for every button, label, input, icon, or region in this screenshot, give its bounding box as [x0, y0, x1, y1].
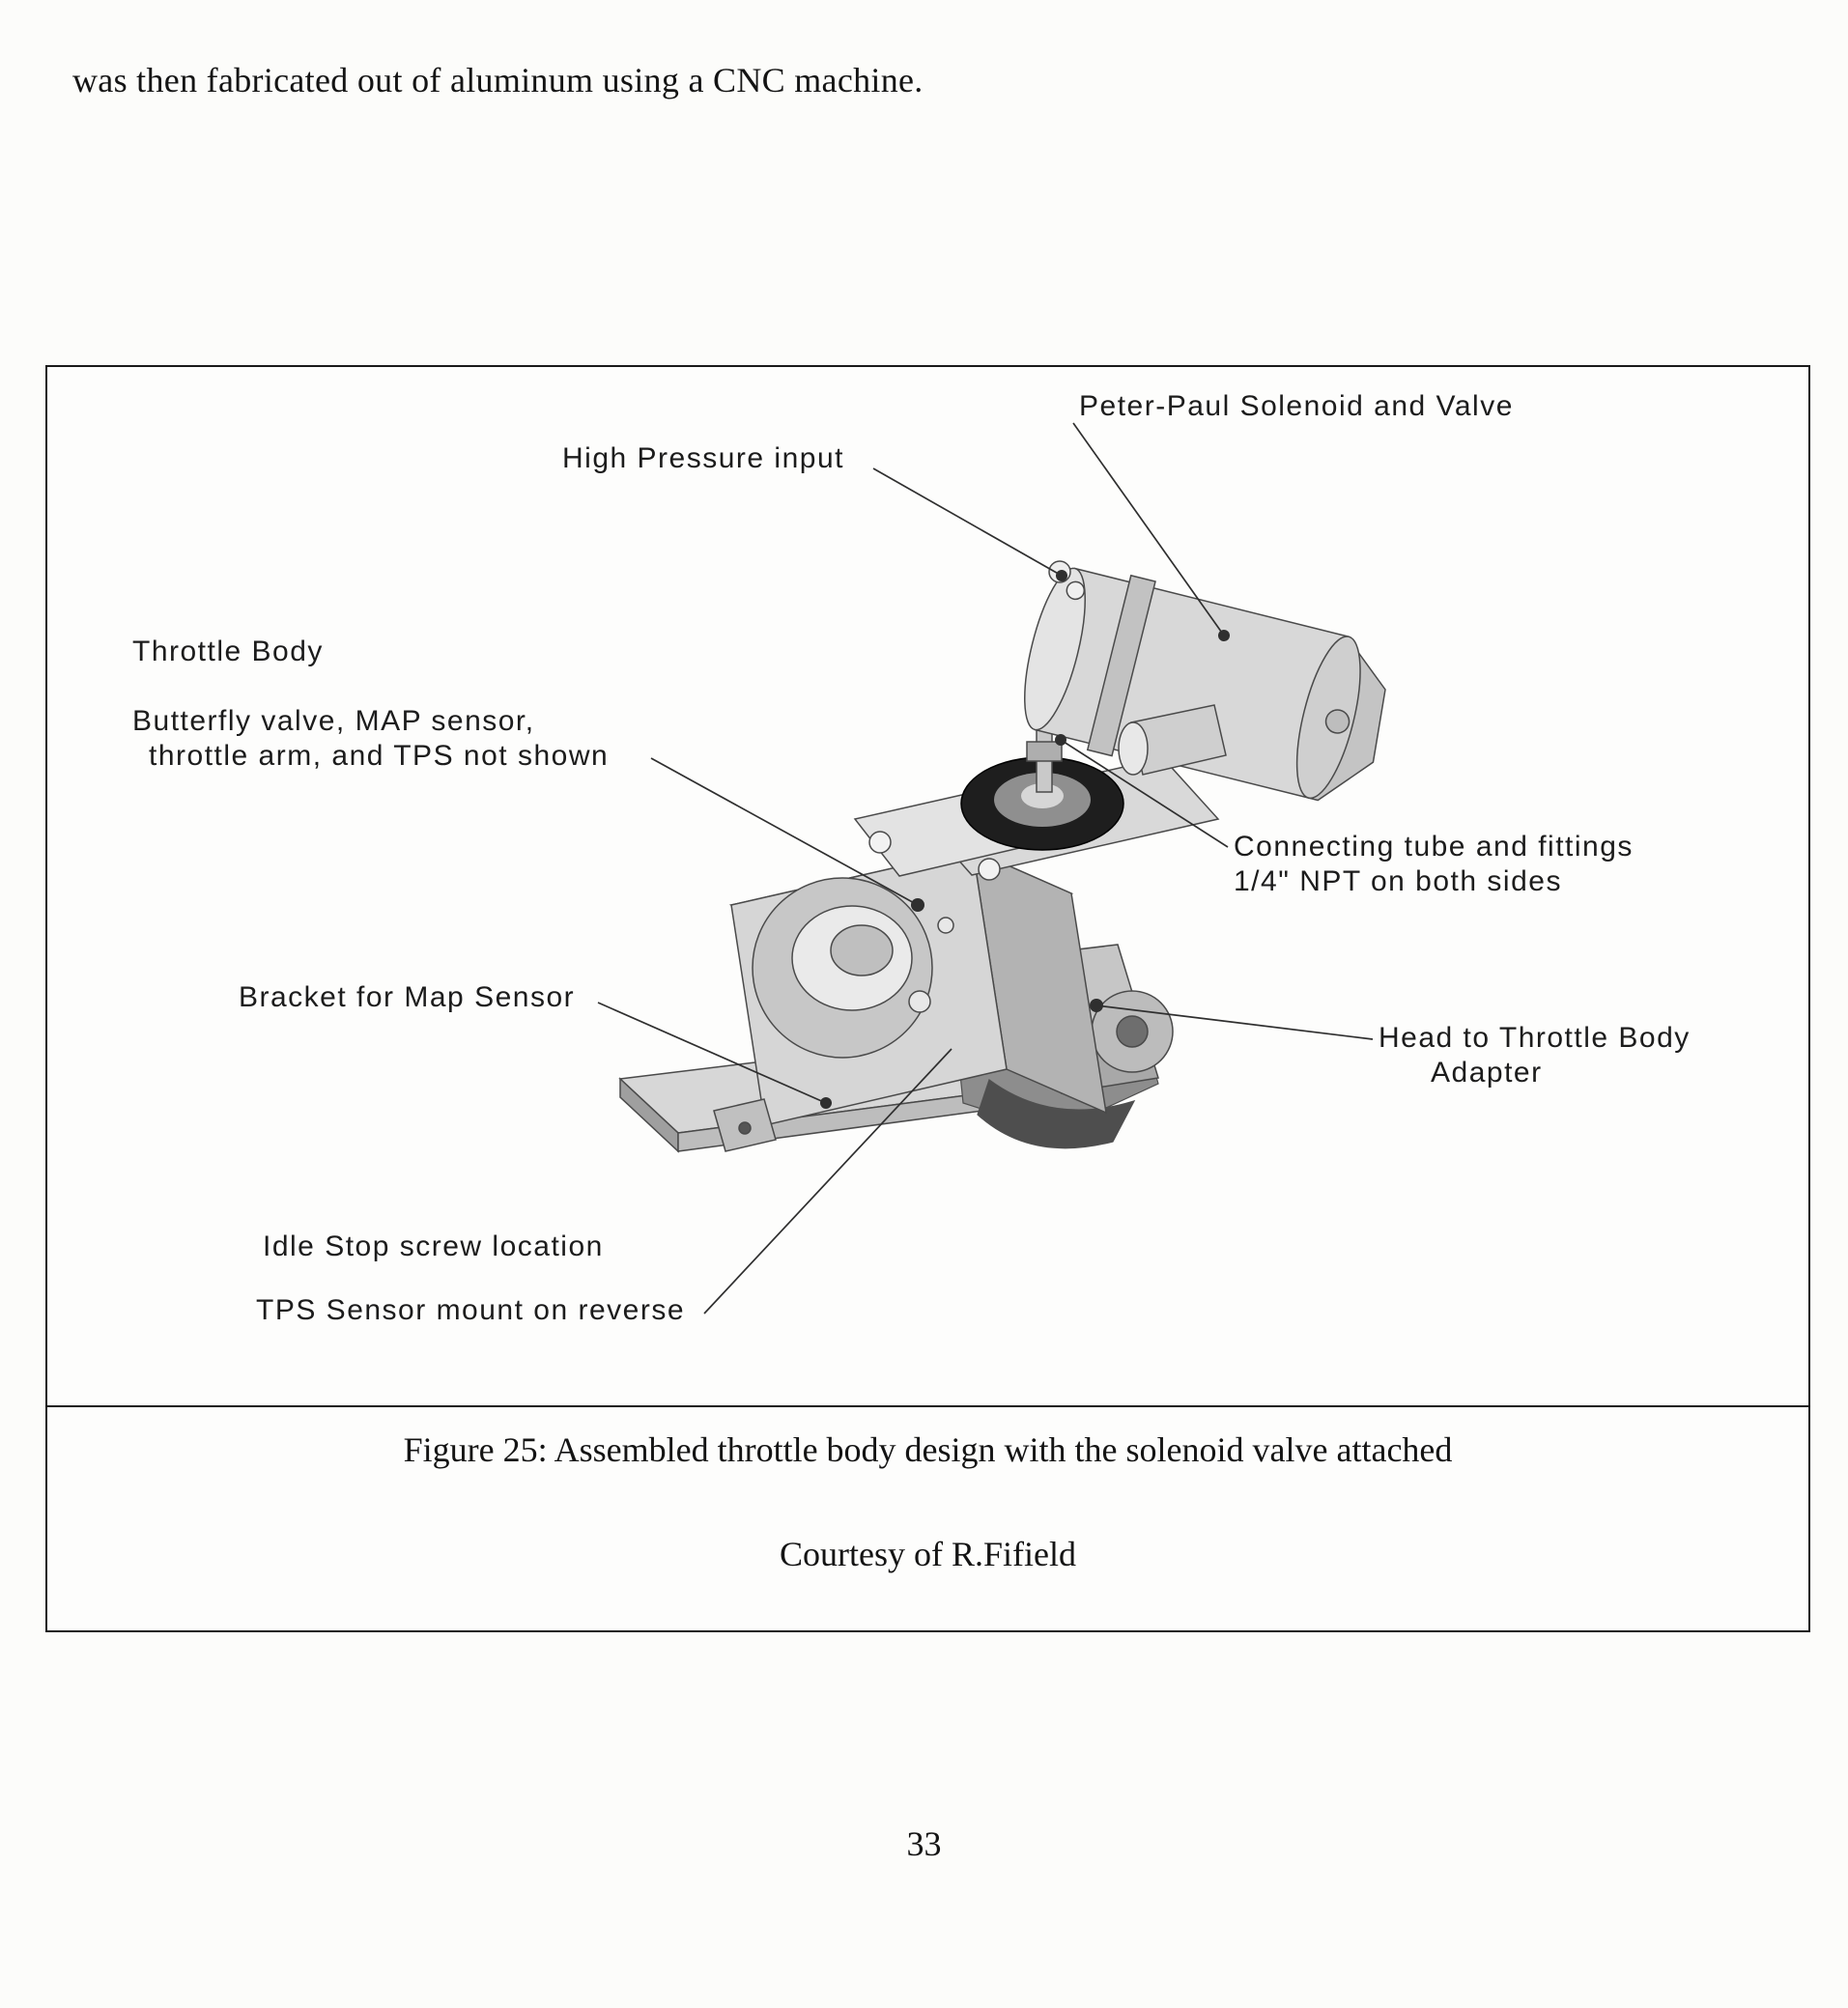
- leader-lines: [597, 422, 1374, 1315]
- paragraph-text: was then fabricated out of aluminum usin…: [72, 61, 924, 99]
- caption-divider: [47, 1405, 1808, 1407]
- figure-courtesy: Courtesy of R.Fifield: [780, 1535, 1076, 1573]
- label-head-adapter-line2: Adapter: [1431, 1057, 1543, 1089]
- page-number: 33: [906, 1824, 942, 1863]
- label-butterfly-line1: Butterfly valve, MAP sensor,: [132, 705, 535, 737]
- label-butterfly-line2: throttle arm, and TPS not shown: [149, 740, 610, 772]
- throttle-assembly-drawing: [597, 422, 1386, 1315]
- label-connecting-line2: 1/4" NPT on both sides: [1234, 865, 1562, 897]
- label-high-pressure-input: High Pressure input: [562, 442, 844, 474]
- figure-caption: Figure 25: Assembled throttle body desig…: [403, 1430, 1453, 1469]
- seal-ring: [960, 756, 1124, 851]
- label-tps-mount: TPS Sensor mount on reverse: [256, 1294, 686, 1326]
- figure-drawing-area: Peter-Paul Solenoid and Valve High Press…: [47, 367, 1808, 1405]
- label-idle-stop: Idle Stop screw location: [263, 1230, 604, 1262]
- valve-stub: [1118, 704, 1227, 776]
- solenoid-cylinder: [1024, 567, 1386, 802]
- figure-frame: Peter-Paul Solenoid and Valve High Press…: [45, 365, 1810, 1632]
- label-solenoid: Peter-Paul Solenoid and Valve: [1079, 390, 1514, 422]
- label-bracket: Bracket for Map Sensor: [239, 981, 576, 1013]
- label-connecting-line1: Connecting tube and fittings: [1234, 831, 1634, 863]
- label-throttle-body: Throttle Body: [132, 636, 324, 667]
- label-head-adapter-line1: Head to Throttle Body: [1379, 1022, 1691, 1054]
